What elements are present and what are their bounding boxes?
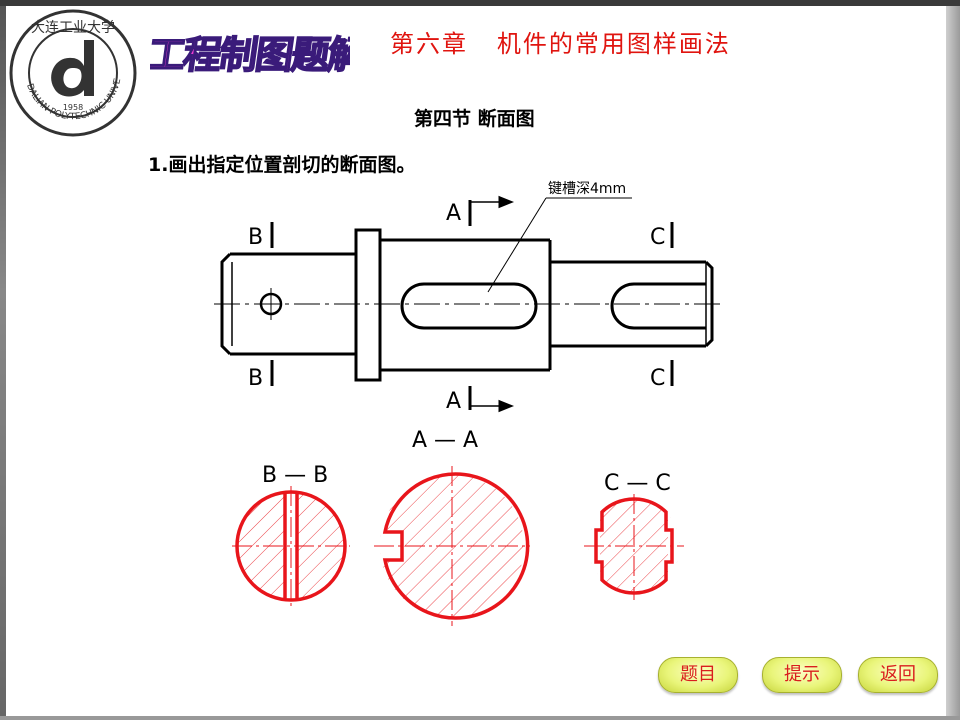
label-b-bottom: B [248, 366, 263, 391]
question-button[interactable]: 题目 [658, 657, 738, 693]
label-c-bottom: C [650, 366, 665, 391]
section-aa-title: A — A [412, 428, 478, 453]
brand-title: 工程制图题解 [150, 33, 350, 78]
hint-button[interactable]: 提示 [762, 657, 842, 693]
label-c-top: C [650, 225, 665, 250]
logo-year: 1958 [63, 103, 83, 112]
question-text: 1.画出指定位置剖切的断面图。 [148, 154, 416, 176]
frame-right [946, 6, 960, 720]
frame-top [0, 0, 960, 6]
frame-bottom [0, 716, 960, 720]
back-button[interactable]: 返回 [858, 657, 938, 693]
section-cc [584, 494, 684, 600]
brand-text: 工程制图题解 [150, 34, 350, 78]
shaft-front-view [220, 228, 714, 382]
university-logo: DALIAN POLYTECHNIC UNIVERSITY 大连工业大学 195… [6, 6, 137, 137]
frame-left [0, 6, 6, 720]
logo-title-text: 大连工业大学 [31, 20, 115, 36]
label-b-top: B [248, 225, 263, 250]
label-a-bottom: A [446, 389, 461, 414]
section-bb [232, 486, 350, 606]
engineering-drawing: 键槽深4mm A A B B C C A — A B — B C — C [214, 181, 720, 626]
section-title: 第四节 断面图 [414, 108, 535, 130]
section-cc-title: C — C [604, 471, 671, 496]
chapter-title: 第六章 机件的常用图样画法 [390, 30, 731, 58]
label-a-top: A [446, 201, 461, 226]
section-bb-title: B — B [262, 463, 328, 488]
cut-markers [270, 195, 674, 413]
section-aa [374, 466, 530, 626]
keyway-note: 键槽深4mm [548, 181, 626, 197]
